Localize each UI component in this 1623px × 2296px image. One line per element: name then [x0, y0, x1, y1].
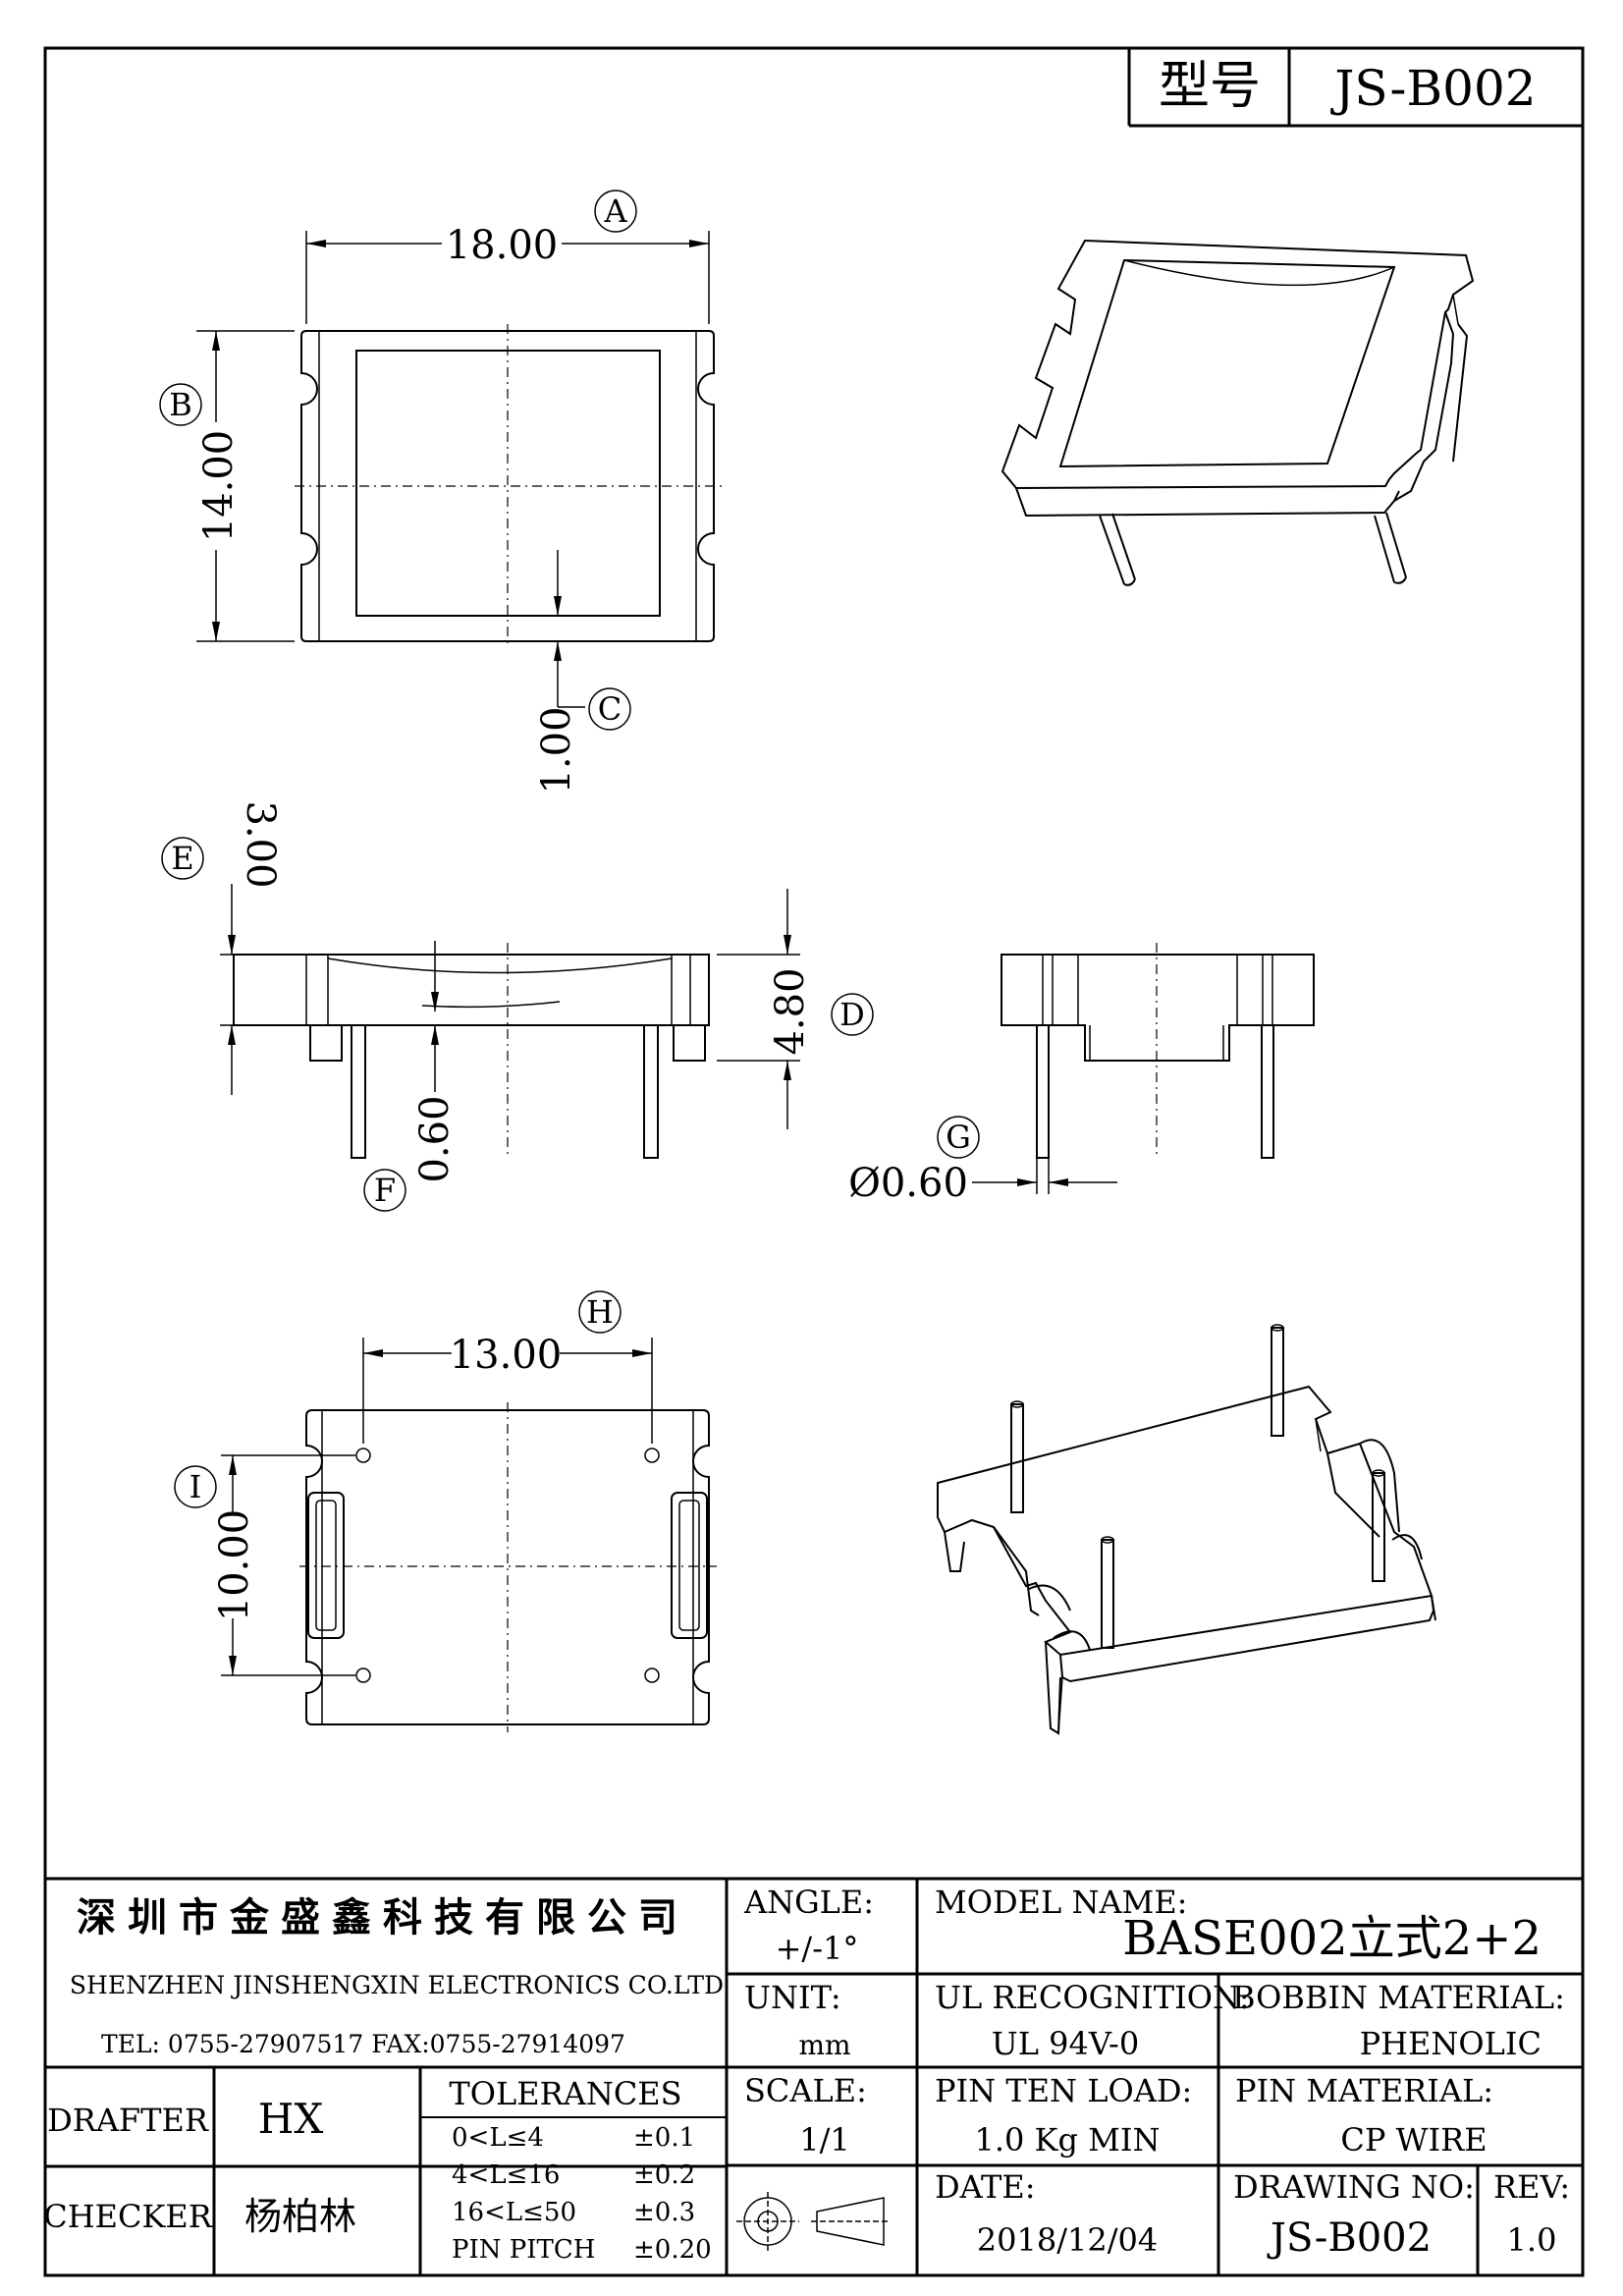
angle-label: ANGLE:: [743, 1884, 874, 1921]
balloon-f: [363, 1169, 406, 1212]
dim-b-value: 14.00: [196, 430, 242, 543]
iso-pin: [1372, 1472, 1385, 1582]
company-name-cn: 深圳市金盛鑫科技有限公司: [77, 1895, 689, 1941]
pin-hole: [355, 1448, 371, 1463]
tolerance-value: ±0.3: [633, 2198, 695, 2227]
date-value: 2018/12/04: [977, 2221, 1158, 2259]
iso-pin: [1271, 1327, 1284, 1437]
balloon-f-label: F: [374, 1172, 396, 1209]
dim-g-value: Ø0.60: [848, 1161, 968, 1206]
pin-load-label: PIN TEN LOAD:: [935, 2072, 1192, 2109]
rev-label: REV:: [1493, 2168, 1570, 2206]
dim-h-value: 13.00: [450, 1333, 563, 1378]
balloon-d: [831, 993, 874, 1036]
dim-d-value: 4.80: [768, 967, 813, 1055]
bottom-view: 13.00 H 10.00 I: [174, 1290, 717, 1732]
scale-value: 1/1: [799, 2121, 850, 2159]
tolerance-range: 0<L≤4: [452, 2123, 544, 2153]
bottom-view-slot-right: [671, 1492, 708, 1639]
side-view-body: [1001, 954, 1315, 1062]
balloon-c: [588, 687, 631, 731]
drafter-value: HX: [258, 2095, 324, 2143]
tolerance-range: 16<L≤50: [452, 2198, 576, 2227]
pin-hole: [355, 1667, 371, 1683]
front-pin-right: [643, 1024, 659, 1159]
tolerance-value: ±0.2: [633, 2160, 695, 2190]
company-name-en: SHENZHEN JINSHENGXIN ELECTRONICS CO.LTD: [70, 1971, 724, 1999]
balloon-g-label: G: [946, 1119, 971, 1156]
tolerance-range: 4<L≤16: [452, 2160, 560, 2190]
top-view-outline: [300, 330, 715, 642]
pin-material-label: PIN MATERIAL:: [1235, 2072, 1493, 2109]
iso-pin: [1101, 1539, 1114, 1649]
dim-f-value: 0.60: [412, 1095, 458, 1182]
balloon-i-label: I: [189, 1468, 202, 1505]
isometric-bottom-base: [1059, 1595, 1435, 1683]
angle-value: +/-1°: [776, 1930, 859, 1967]
model-name-label: MODEL NAME:: [935, 1884, 1187, 1921]
model-label: 型号: [1159, 57, 1261, 116]
ul-value: UL 94V-0: [992, 2025, 1139, 2062]
balloon-d-label: D: [839, 996, 865, 1033]
balloon-h-label: H: [586, 1293, 614, 1331]
tolerances-label: TOLERANCES: [449, 2075, 681, 2112]
balloon-c-label: C: [598, 690, 622, 728]
checker-value: 杨柏林: [244, 2195, 356, 2238]
ul-label: UL RECOGNITION:: [935, 1979, 1250, 2016]
model-name-value: BASE002立式2+2: [1122, 1911, 1542, 1966]
unit-value: mm: [798, 2029, 850, 2061]
pin-material-value: CP WIRE: [1340, 2121, 1487, 2159]
sheet-border: [43, 46, 1585, 2277]
tolerance-value: ±0.20: [633, 2235, 712, 2265]
tolerance-range: PIN PITCH: [452, 2235, 595, 2265]
balloon-h: [578, 1290, 622, 1334]
dim-e-value: 3.00: [238, 800, 283, 888]
drafter-label: DRAFTER: [47, 2102, 209, 2139]
balloon-e: [161, 837, 204, 880]
balloon-g: [937, 1116, 980, 1159]
balloon-a: [594, 190, 637, 233]
isometric-window: [1058, 258, 1396, 468]
dim-c-value: 1.00: [534, 706, 579, 793]
balloon-i: [174, 1465, 217, 1508]
isometric-top-view: [1001, 239, 1475, 586]
pin-hole: [644, 1667, 660, 1683]
tolerance-value: ±0.1: [633, 2123, 695, 2153]
drawing-no-value: JS-B002: [1267, 2215, 1432, 2261]
unit-label: UNIT:: [744, 1979, 841, 2016]
bobbin-value: PHENOLIC: [1360, 2025, 1542, 2062]
scale-label: SCALE:: [744, 2072, 867, 2109]
company-contact: TEL: 0755-27907517 FAX:0755-27914097: [101, 2030, 625, 2058]
side-view: Ø0.60 G: [848, 943, 1315, 1206]
checker-label: CHECKER: [43, 2198, 213, 2235]
side-pin-left: [1036, 1024, 1050, 1159]
balloon-b-label: B: [169, 386, 192, 423]
top-view: 18.00 A 14.00 B 1.00 C: [159, 190, 722, 794]
projection-symbol-icon: [736, 2192, 890, 2251]
dim-i-value: 10.00: [212, 1509, 257, 1622]
pin-hole: [644, 1448, 660, 1463]
rev-value: 1.0: [1507, 2221, 1557, 2259]
balloon-b: [159, 383, 202, 426]
side-pin-right: [1261, 1024, 1274, 1159]
pin-load-value: 1.0 Kg MIN: [974, 2121, 1160, 2159]
iso-pin: [1010, 1403, 1024, 1513]
dim-a-value: 18.00: [446, 223, 559, 268]
header-box: 型号 JS-B002: [1127, 48, 1583, 128]
title-block: 深圳市金盛鑫科技有限公司 SHENZHEN JINSHENGXIN ELECTR…: [43, 1877, 1583, 2275]
date-label: DATE:: [935, 2168, 1036, 2206]
drawing-no-label: DRAWING NO:: [1233, 2168, 1475, 2206]
front-view: 3.00 E 0.60 F 4.80 D: [161, 800, 874, 1212]
isometric-bottom-view: [937, 1324, 1436, 1735]
front-view-body: [233, 954, 710, 1026]
bobbin-label: BOBBIN MATERIAL:: [1232, 1979, 1565, 2016]
front-pin-left: [351, 1024, 366, 1159]
model-value: JS-B002: [1329, 60, 1536, 117]
bottom-view-slot-left: [307, 1492, 345, 1639]
balloon-e-label: E: [171, 840, 193, 877]
balloon-a-label: A: [603, 192, 627, 230]
